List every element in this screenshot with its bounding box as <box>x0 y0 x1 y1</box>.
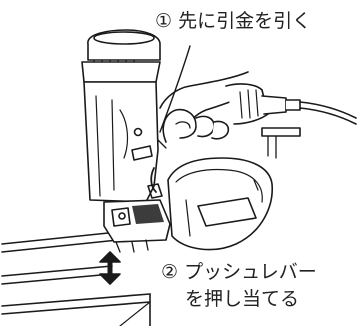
grip-handle <box>225 83 269 125</box>
step-2-caption-line-2: を押し当てる <box>185 288 300 310</box>
leader-line <box>159 45 191 133</box>
wood-boards <box>1 231 151 326</box>
hand <box>157 71 263 149</box>
step-1-caption: ① 先に引金を引く <box>155 10 312 32</box>
nail-magazine <box>167 157 273 251</box>
air-hose <box>261 95 357 159</box>
trigger <box>150 167 157 193</box>
tool-body <box>83 81 159 203</box>
push-lever <box>103 183 171 253</box>
tool-cap <box>81 29 161 83</box>
step-2-caption-line-1: ② プッシュレバー <box>161 261 317 283</box>
push-direction-arrow <box>99 251 121 285</box>
